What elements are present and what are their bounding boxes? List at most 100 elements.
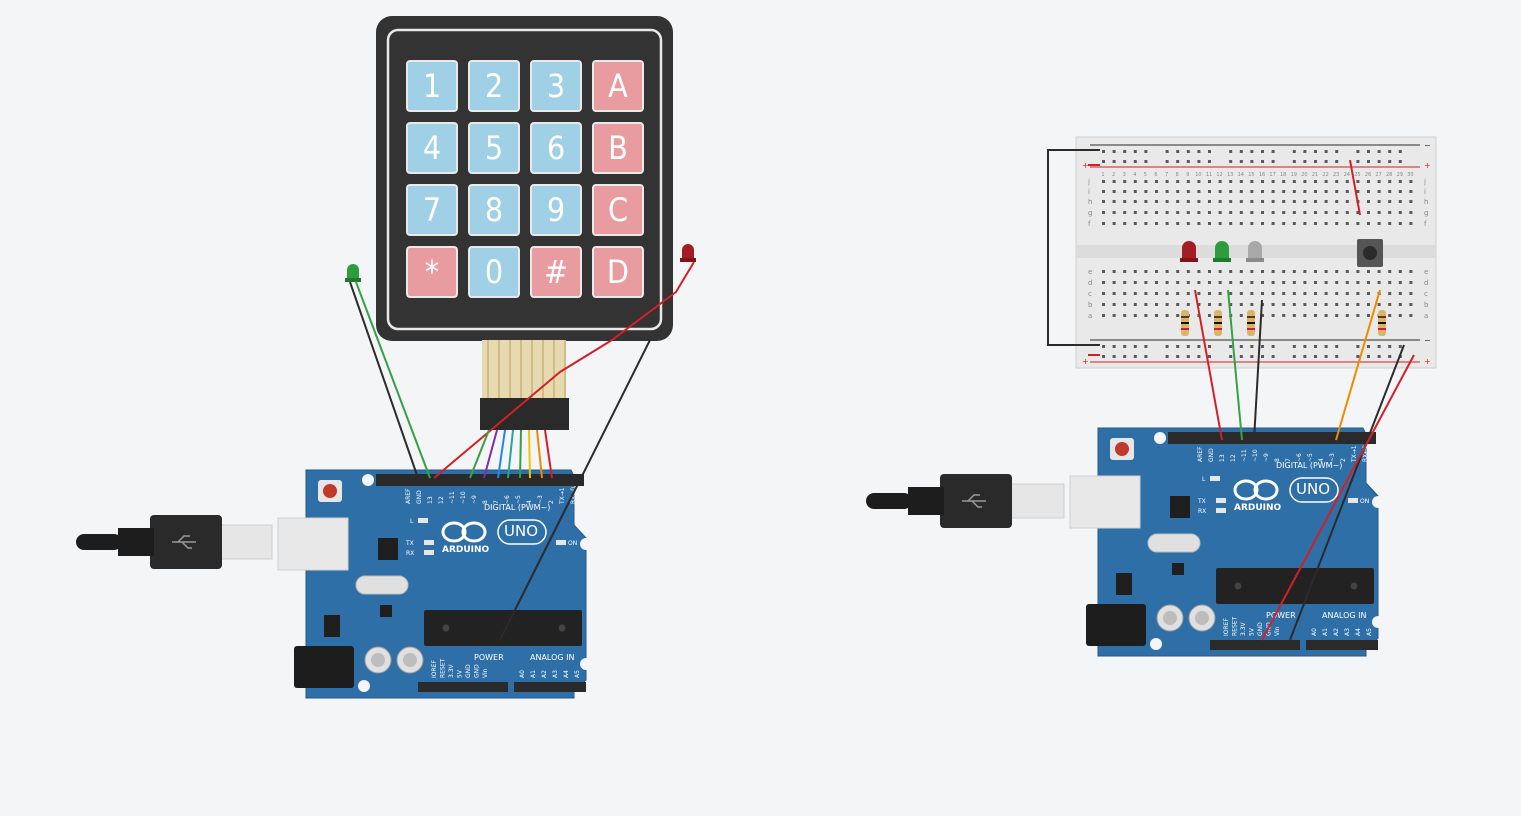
- red-led-right[interactable]: [1180, 241, 1198, 262]
- pin-label: 8: [482, 500, 489, 504]
- pin-label: Vin: [1274, 626, 1281, 636]
- keypad-key-A[interactable]: A: [592, 60, 644, 112]
- pin-label: ~11: [449, 491, 456, 504]
- breadboard-row-a-right: a: [1424, 312, 1428, 320]
- breadboard-col-23: 23: [1333, 172, 1339, 178]
- arduino-left-rx-label: RX: [406, 550, 414, 557]
- breadboard-col-12: 12: [1216, 172, 1222, 178]
- pin-label: ~5: [515, 495, 522, 504]
- pin-label: 2: [548, 500, 555, 504]
- pin-label: 5V: [457, 669, 464, 678]
- breadboard-rail-minus-bottom-right: −: [1424, 336, 1431, 345]
- pin-label: A2: [541, 670, 548, 678]
- breadboard-col-20: 20: [1301, 172, 1307, 178]
- keypad-key-4[interactable]: 4: [406, 122, 458, 174]
- gray-led-right[interactable]: [1246, 241, 1264, 262]
- breadboard-col-28: 28: [1386, 172, 1392, 178]
- breadboard-col-9: 9: [1186, 172, 1189, 178]
- keypad-key-label: C: [608, 191, 628, 229]
- pin-label: 13: [427, 496, 434, 504]
- pin-label: A1: [1322, 628, 1329, 636]
- arduino-right-brand: ARDUINO: [1234, 503, 1282, 513]
- keypad-key-1[interactable]: 1: [406, 60, 458, 112]
- keypad-key-5[interactable]: 5: [468, 122, 520, 174]
- breadboard-row-h-right: h: [1424, 198, 1428, 206]
- resistor-1[interactable]: [1181, 310, 1189, 336]
- pin-label: A5: [574, 670, 581, 678]
- pin-label: RX←0: [1362, 445, 1369, 462]
- breadboard-col-1: 1: [1101, 172, 1104, 178]
- usb-cable-left[interactable]: [76, 515, 273, 569]
- keypad-key-0[interactable]: 0: [468, 246, 520, 298]
- keypad-key-label: D: [607, 253, 629, 291]
- usb-cable-right[interactable]: [866, 474, 1065, 528]
- pushbutton[interactable]: [1357, 239, 1383, 267]
- breadboard-row-b-right: b: [1424, 301, 1429, 309]
- breadboard-col-26: 26: [1365, 172, 1371, 178]
- keypad-key-hash[interactable]: #: [530, 246, 582, 298]
- keypad-key-C[interactable]: C: [592, 184, 644, 236]
- arduino-left-analog-label: ANALOG IN: [530, 653, 575, 662]
- keypad-key-D[interactable]: D: [592, 246, 644, 298]
- keypad-key-3[interactable]: 3: [530, 60, 582, 112]
- pin-label: GND: [474, 664, 481, 678]
- keypad-key-label: 3: [547, 67, 565, 105]
- breadboard-rail-minus-top-right: −: [1424, 141, 1431, 150]
- resistor-3[interactable]: [1247, 310, 1255, 336]
- green-led-right[interactable]: [1213, 241, 1231, 262]
- keypad-key-label: 5: [485, 129, 503, 167]
- breadboard-row-j-right: j: [1423, 178, 1426, 186]
- keypad-key-2[interactable]: 2: [468, 60, 520, 112]
- breadboard-col-21: 21: [1312, 172, 1318, 178]
- pin-label: 7: [493, 500, 500, 504]
- arduino-left-on-label: ON: [568, 540, 577, 547]
- keypad-key-label: #: [544, 253, 568, 291]
- arduino-left-digital-label: DIGITAL (PWM~): [484, 503, 550, 512]
- resistors[interactable]: [1181, 310, 1386, 336]
- breadboard-col-19: 19: [1291, 172, 1297, 178]
- keypad-key-8[interactable]: 8: [468, 184, 520, 236]
- pin-label: ~9: [1263, 453, 1270, 462]
- breadboard-row-j-left: j: [1087, 178, 1090, 186]
- breadboard-row-d-right: d: [1424, 279, 1428, 287]
- green-led-left[interactable]: [345, 264, 361, 282]
- red-led-left[interactable]: [680, 244, 696, 262]
- resistor-4[interactable]: [1378, 310, 1386, 336]
- breadboard-row-c-left: c: [1088, 290, 1092, 298]
- pin-label: 4: [526, 500, 533, 504]
- breadboard-row-f-right: f: [1424, 220, 1427, 228]
- keypad-key-6[interactable]: 6: [530, 122, 582, 174]
- wires-left: [349, 261, 695, 641]
- breadboard-holes: [1102, 150, 1413, 358]
- breadboard-col-30: 30: [1407, 172, 1413, 178]
- usb-icon: [962, 494, 986, 508]
- keypad-key-7[interactable]: 7: [406, 184, 458, 236]
- pin-label: A0: [519, 670, 526, 678]
- breadboard-col-15: 15: [1248, 172, 1254, 178]
- pin-label: ~5: [1307, 453, 1314, 462]
- pin-label: GND: [1208, 448, 1215, 462]
- pin-label: ~6: [1296, 453, 1303, 462]
- pin-label: RESET: [440, 658, 447, 678]
- keypad-key-label: 6: [547, 129, 565, 167]
- breadboard-col-25: 25: [1354, 172, 1360, 178]
- keypad-key-star[interactable]: *: [406, 246, 458, 298]
- pin-label: 13: [1219, 454, 1226, 462]
- keypad-key-label: 2: [485, 67, 503, 105]
- breadboard-row-f-left: f: [1088, 220, 1091, 228]
- arduino-left-l-label: L: [410, 518, 414, 525]
- pin-label: 5V: [1249, 627, 1256, 636]
- pin-label: 3.3V: [448, 663, 455, 678]
- resistor-2[interactable]: [1214, 310, 1222, 336]
- pin-label: ~3: [1329, 453, 1336, 462]
- keypad-key-label: B: [608, 129, 628, 167]
- keypad-key-B[interactable]: B: [592, 122, 644, 174]
- keypad-key-9[interactable]: 9: [530, 184, 582, 236]
- pin-label: A2: [1333, 628, 1340, 636]
- pin-label: 12: [1230, 454, 1237, 462]
